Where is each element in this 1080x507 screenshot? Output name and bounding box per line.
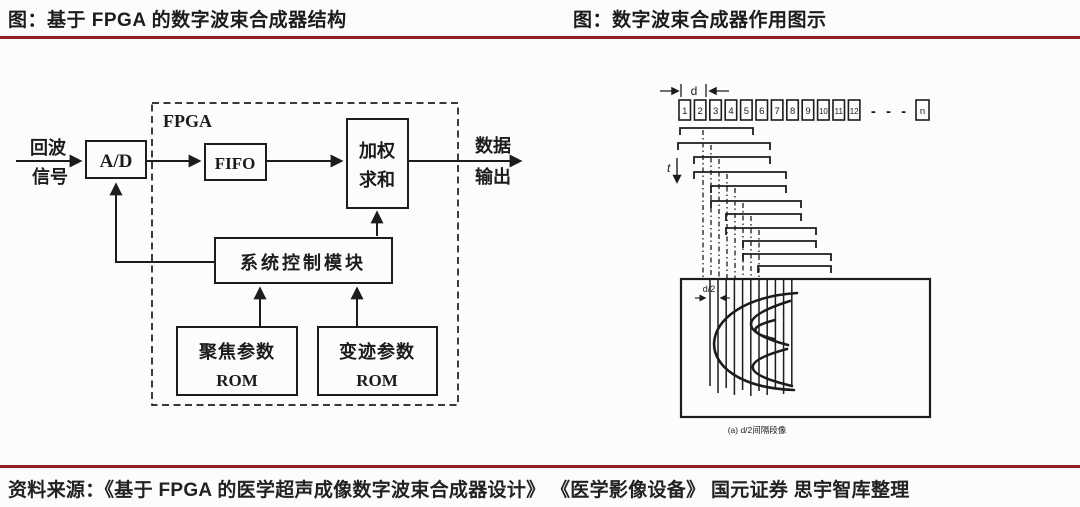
weighted-sum-label-line1: 加权	[358, 140, 396, 161]
image-field-box	[679, 277, 932, 419]
element-ellipsis: - - -	[871, 103, 909, 120]
fpga-block-diagram: FPGA 回波 信号 A/D FIFO 加权 求和	[16, 102, 523, 406]
focus-rom-box	[176, 326, 298, 396]
echo-signal-label-line1: 回波	[30, 137, 67, 158]
transducer-element-row: 1 2 3 4 5 6 7 8 9 10 11 12 - - - n	[678, 99, 930, 121]
apodization-rom-label-line2: ROM	[356, 371, 398, 390]
data-output-label-line2: 输出	[475, 166, 511, 187]
element-number: 2	[698, 106, 703, 117]
fifo-label: FIFO	[215, 154, 256, 173]
adc-box	[85, 140, 147, 179]
element-number: 6	[759, 106, 764, 117]
element-number: 12	[850, 107, 859, 116]
time-axis: t	[667, 158, 682, 184]
source-note: 资料来源：《基于 FPGA 的医学超声成像数字波束合成器设计》 《医学影像设备》…	[8, 480, 910, 501]
half-pitch-marker: d/2	[695, 284, 730, 302]
left-figure-title: 图：基于 FPGA 的数字波束合成器结构	[8, 10, 347, 31]
element-number: 8	[790, 106, 795, 117]
element-number: 1	[682, 106, 687, 117]
element-pitch-marker: d	[660, 84, 729, 98]
channel-dash-lines	[702, 130, 760, 278]
top-divider-rule	[0, 36, 1080, 39]
pitch-label: d	[691, 84, 698, 98]
element-number: 4	[728, 106, 733, 117]
echo-signal-label-line2: 信号	[32, 166, 68, 187]
element-number: 10	[819, 107, 828, 116]
element-number: 3	[713, 106, 718, 117]
half-pitch-label: d/2	[703, 284, 716, 294]
delay-line-staples	[677, 127, 832, 273]
beamformer-diagram: d 1 2 3 4 5	[660, 84, 932, 435]
control-to-adc-feedback-arrow	[109, 182, 215, 263]
fpga-region-label: FPGA	[163, 111, 212, 131]
figures-canvas: FPGA 回波 信号 A/D FIFO 加权 求和	[16, 84, 932, 435]
adc-label: A/D	[100, 151, 133, 172]
bottom-divider-rule	[0, 465, 1080, 468]
apodization-rom-box	[317, 326, 438, 396]
element-number: 7	[775, 106, 780, 117]
apodization-rom-label-line1: 变迹参数	[339, 341, 415, 362]
element-number: 5	[744, 106, 749, 117]
data-output-label-line1: 数据	[475, 135, 511, 156]
system-control-box	[214, 237, 393, 284]
element-number: 9	[805, 106, 810, 117]
weighted-sum-box	[346, 118, 409, 209]
scan-lines	[709, 279, 793, 396]
system-control-label: 系统控制模块	[240, 252, 366, 273]
right-figure-title: 图：数字波束合成器作用图示	[573, 10, 827, 31]
fpga-region-boundary	[151, 102, 459, 406]
focus-rom-label-line1: 聚焦参数	[198, 341, 275, 362]
beam-figure-caption: (a) d/2间隔段像	[728, 425, 787, 435]
element-number: 11	[835, 107, 844, 116]
element-n-label: n	[920, 106, 925, 117]
time-label: t	[667, 161, 671, 175]
focus-rom-label-line2: ROM	[216, 371, 258, 390]
wavefront-curves	[712, 291, 799, 392]
weighted-sum-label-line2: 求和	[359, 169, 395, 190]
